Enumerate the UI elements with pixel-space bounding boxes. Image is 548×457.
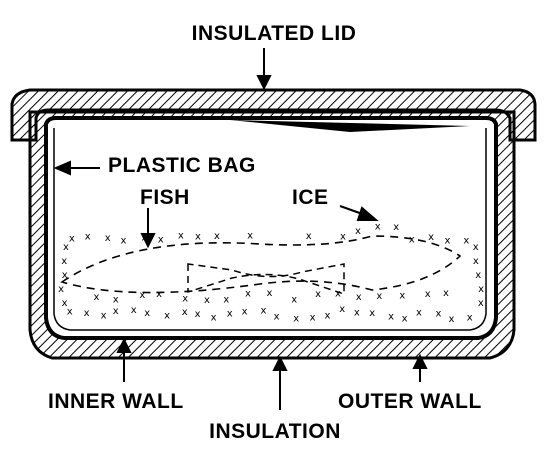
label-insulation: INSULATION [209,420,341,443]
fish-tail [187,263,345,296]
ice-mark: x [121,235,127,246]
ice-mark: x [449,314,455,325]
ice-mark: x [335,288,341,299]
ice-mark: x [61,256,67,267]
ice-mark: x [84,308,90,319]
plastic-bag [53,128,487,331]
ice-mark: x [247,230,253,241]
ice-mark: x [293,314,299,325]
ice-mark: x [158,235,164,246]
ice-mark: x [267,288,273,299]
ice-mark: x [375,221,381,232]
ice-mark: x [67,306,73,317]
label-inner-wall: INNER WALL [48,390,184,413]
ice-mark: x [223,295,229,306]
ice-mark: x [178,231,184,242]
ice-mark: x [339,304,345,315]
ice-mark: x [306,231,312,242]
ice-mark: x [69,233,75,244]
lid-streak [230,120,470,132]
ice-mark: x [204,295,210,306]
ice-mark: x [369,308,375,319]
label-ice: ICE [292,186,329,209]
ice-mark: x [113,306,119,317]
ice-mark: x [467,313,473,324]
ice-mark: x [445,236,451,247]
label-fish: FISH [140,186,190,209]
ice-mark: x [315,289,321,300]
ice-mark: x [182,307,188,318]
ice-mark: x [144,308,150,319]
ice-mark: x [131,305,137,316]
fish-outline [60,235,462,294]
ice-mark: x [62,270,68,281]
ice-mark: x [325,310,331,321]
ice-mark: x [113,294,119,305]
ice-mark: x [211,312,217,323]
ice-mark: x [443,288,449,299]
ice-mark: x [354,308,360,319]
ice-mark: x [291,295,297,306]
ice-mark: x [402,314,408,325]
ice-mark: x [399,290,405,301]
ice-mark: x [58,284,64,295]
ice-mark: x [376,291,382,302]
ice-mark: x [227,308,233,319]
ice-mark: x [436,308,442,319]
insulated-lid [10,88,537,142]
ice-mark: x [463,235,469,246]
ice-mark: x [245,288,251,299]
ice-mark: x [164,311,170,322]
ice-mark: x [195,231,201,242]
ice-mark: x [139,290,145,301]
ice-mark: x [355,226,361,237]
ice-mark: x [94,292,100,303]
ice-mark: x [475,270,481,281]
ice-mark: x [393,222,399,233]
ice-mark: x [340,232,346,243]
ice-mark: x [195,309,201,320]
ice-mark: x [409,235,415,246]
inner-wall [44,116,498,340]
label-plastic-bag: PLASTIC BAG [108,154,256,177]
ice-mark: x [473,256,479,267]
ice-mark: x [388,311,394,322]
ice-mark: x [85,232,91,243]
label-outer-wall: OUTER WALL [338,390,482,413]
ice-mark: x [156,289,162,300]
ice-mark: x [428,232,434,243]
ice-mark: x [473,242,479,253]
ice-mark: x [425,289,431,300]
ice-mark: x [478,298,484,309]
ice-mark: x [242,306,248,317]
ice-mark: x [478,284,484,295]
ice-mark: x [261,305,267,316]
ice-mark: x [63,242,69,253]
ice-mark: x [310,313,316,324]
ice-mark: x [356,292,362,303]
ice-mark: x [274,312,280,323]
leader-lines [53,48,428,410]
ice-mark: x [214,231,220,242]
ice-mark: x [416,308,422,319]
ice-mark: x [101,311,107,322]
ice-mark: x [182,294,188,305]
label-insulated-lid: INSULATED LID [192,22,357,45]
ice-mark: x [62,298,68,309]
ice-mark: x [105,233,111,244]
